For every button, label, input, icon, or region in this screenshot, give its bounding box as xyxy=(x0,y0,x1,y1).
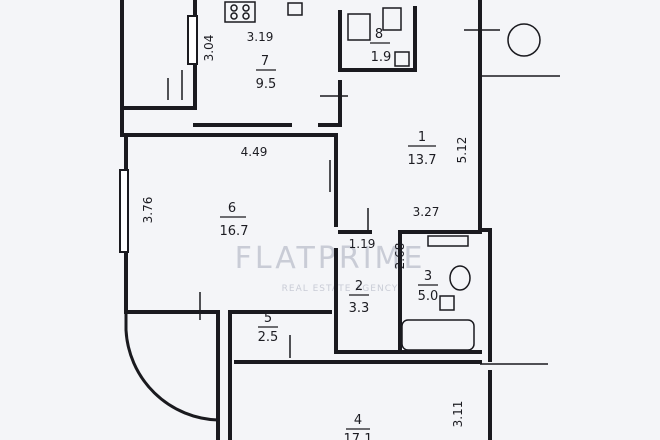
room-labels: 7 9.5 8 1.9 1 13.7 6 16.7 3 5.0 2 3.3 5 … xyxy=(220,27,439,440)
toilet-icon xyxy=(382,7,402,31)
balcony-bay xyxy=(124,312,220,422)
fixtures xyxy=(224,1,541,351)
dim-room1-depth: 5.12 xyxy=(455,137,469,164)
room-5-area: 2.5 xyxy=(258,330,279,345)
room-4-area: 17.1 xyxy=(344,432,373,440)
room-6-id: 6 xyxy=(228,201,236,216)
window-kitchen xyxy=(187,15,198,65)
bath-outlet-icon xyxy=(439,295,455,311)
bath-shelf-icon xyxy=(427,235,469,247)
room-7-area: 9.5 xyxy=(256,77,277,92)
sink-icon xyxy=(287,2,303,16)
room-2-area: 3.3 xyxy=(349,301,370,316)
watermark-tagline: REAL ESTATE AGENCY xyxy=(282,284,399,294)
room-8-area: 1.9 xyxy=(371,50,392,65)
room-5-id: 5 xyxy=(264,311,272,326)
room6-east-wall xyxy=(124,133,338,227)
dim-bath-width: 3.27 xyxy=(413,205,440,219)
room-3-id: 3 xyxy=(424,269,432,284)
ventilation-icon xyxy=(507,23,541,57)
wc-sink-icon xyxy=(394,51,410,67)
room-6-area: 16.7 xyxy=(220,224,249,239)
west-wall xyxy=(120,0,220,440)
dim-room6-depth: 3.76 xyxy=(141,197,155,224)
watermark: FLATPRIME REAL ESTATE AGENCY xyxy=(235,241,426,294)
walls xyxy=(120,0,492,440)
burner-icon xyxy=(242,12,250,20)
balcony-wall xyxy=(120,0,197,110)
burner-icon xyxy=(230,4,238,12)
room-1-area: 13.7 xyxy=(408,153,437,168)
dim-bath-depth: 2.68 xyxy=(393,243,407,270)
watermark-brand: FLATPRIME xyxy=(235,241,426,276)
corridor-south-wall xyxy=(334,248,482,354)
burner-icon xyxy=(230,12,238,20)
door-marks xyxy=(167,29,560,365)
bathroom-walls xyxy=(398,230,482,354)
dimension-labels: 3.19 3.04 4.49 3.76 5.12 3.27 1.19 2.68 … xyxy=(141,30,469,427)
burner-icon xyxy=(242,4,250,12)
east-wall xyxy=(478,0,492,362)
room-1-id: 1 xyxy=(418,130,426,145)
bath-sink-icon xyxy=(449,265,471,291)
stove-icon xyxy=(224,1,256,23)
room-7-id: 7 xyxy=(261,54,269,69)
dim-kitchen-window: 3.04 xyxy=(202,35,216,62)
washer-icon xyxy=(347,13,371,41)
wc-walls xyxy=(338,6,417,72)
dim-room6-width: 4.49 xyxy=(241,145,268,159)
bathtub-icon xyxy=(401,319,475,351)
room-3-area: 5.0 xyxy=(418,289,439,304)
room-8-id: 8 xyxy=(375,27,383,42)
room-2-id: 2 xyxy=(355,279,363,294)
dim-kitchen-width: 3.19 xyxy=(247,30,274,44)
window-room6 xyxy=(119,169,129,253)
room-4-id: 4 xyxy=(354,413,362,428)
dim-room4-depth: 3.11 xyxy=(451,401,465,428)
windows xyxy=(119,15,198,253)
dim-corridor-width: 1.19 xyxy=(349,237,376,251)
